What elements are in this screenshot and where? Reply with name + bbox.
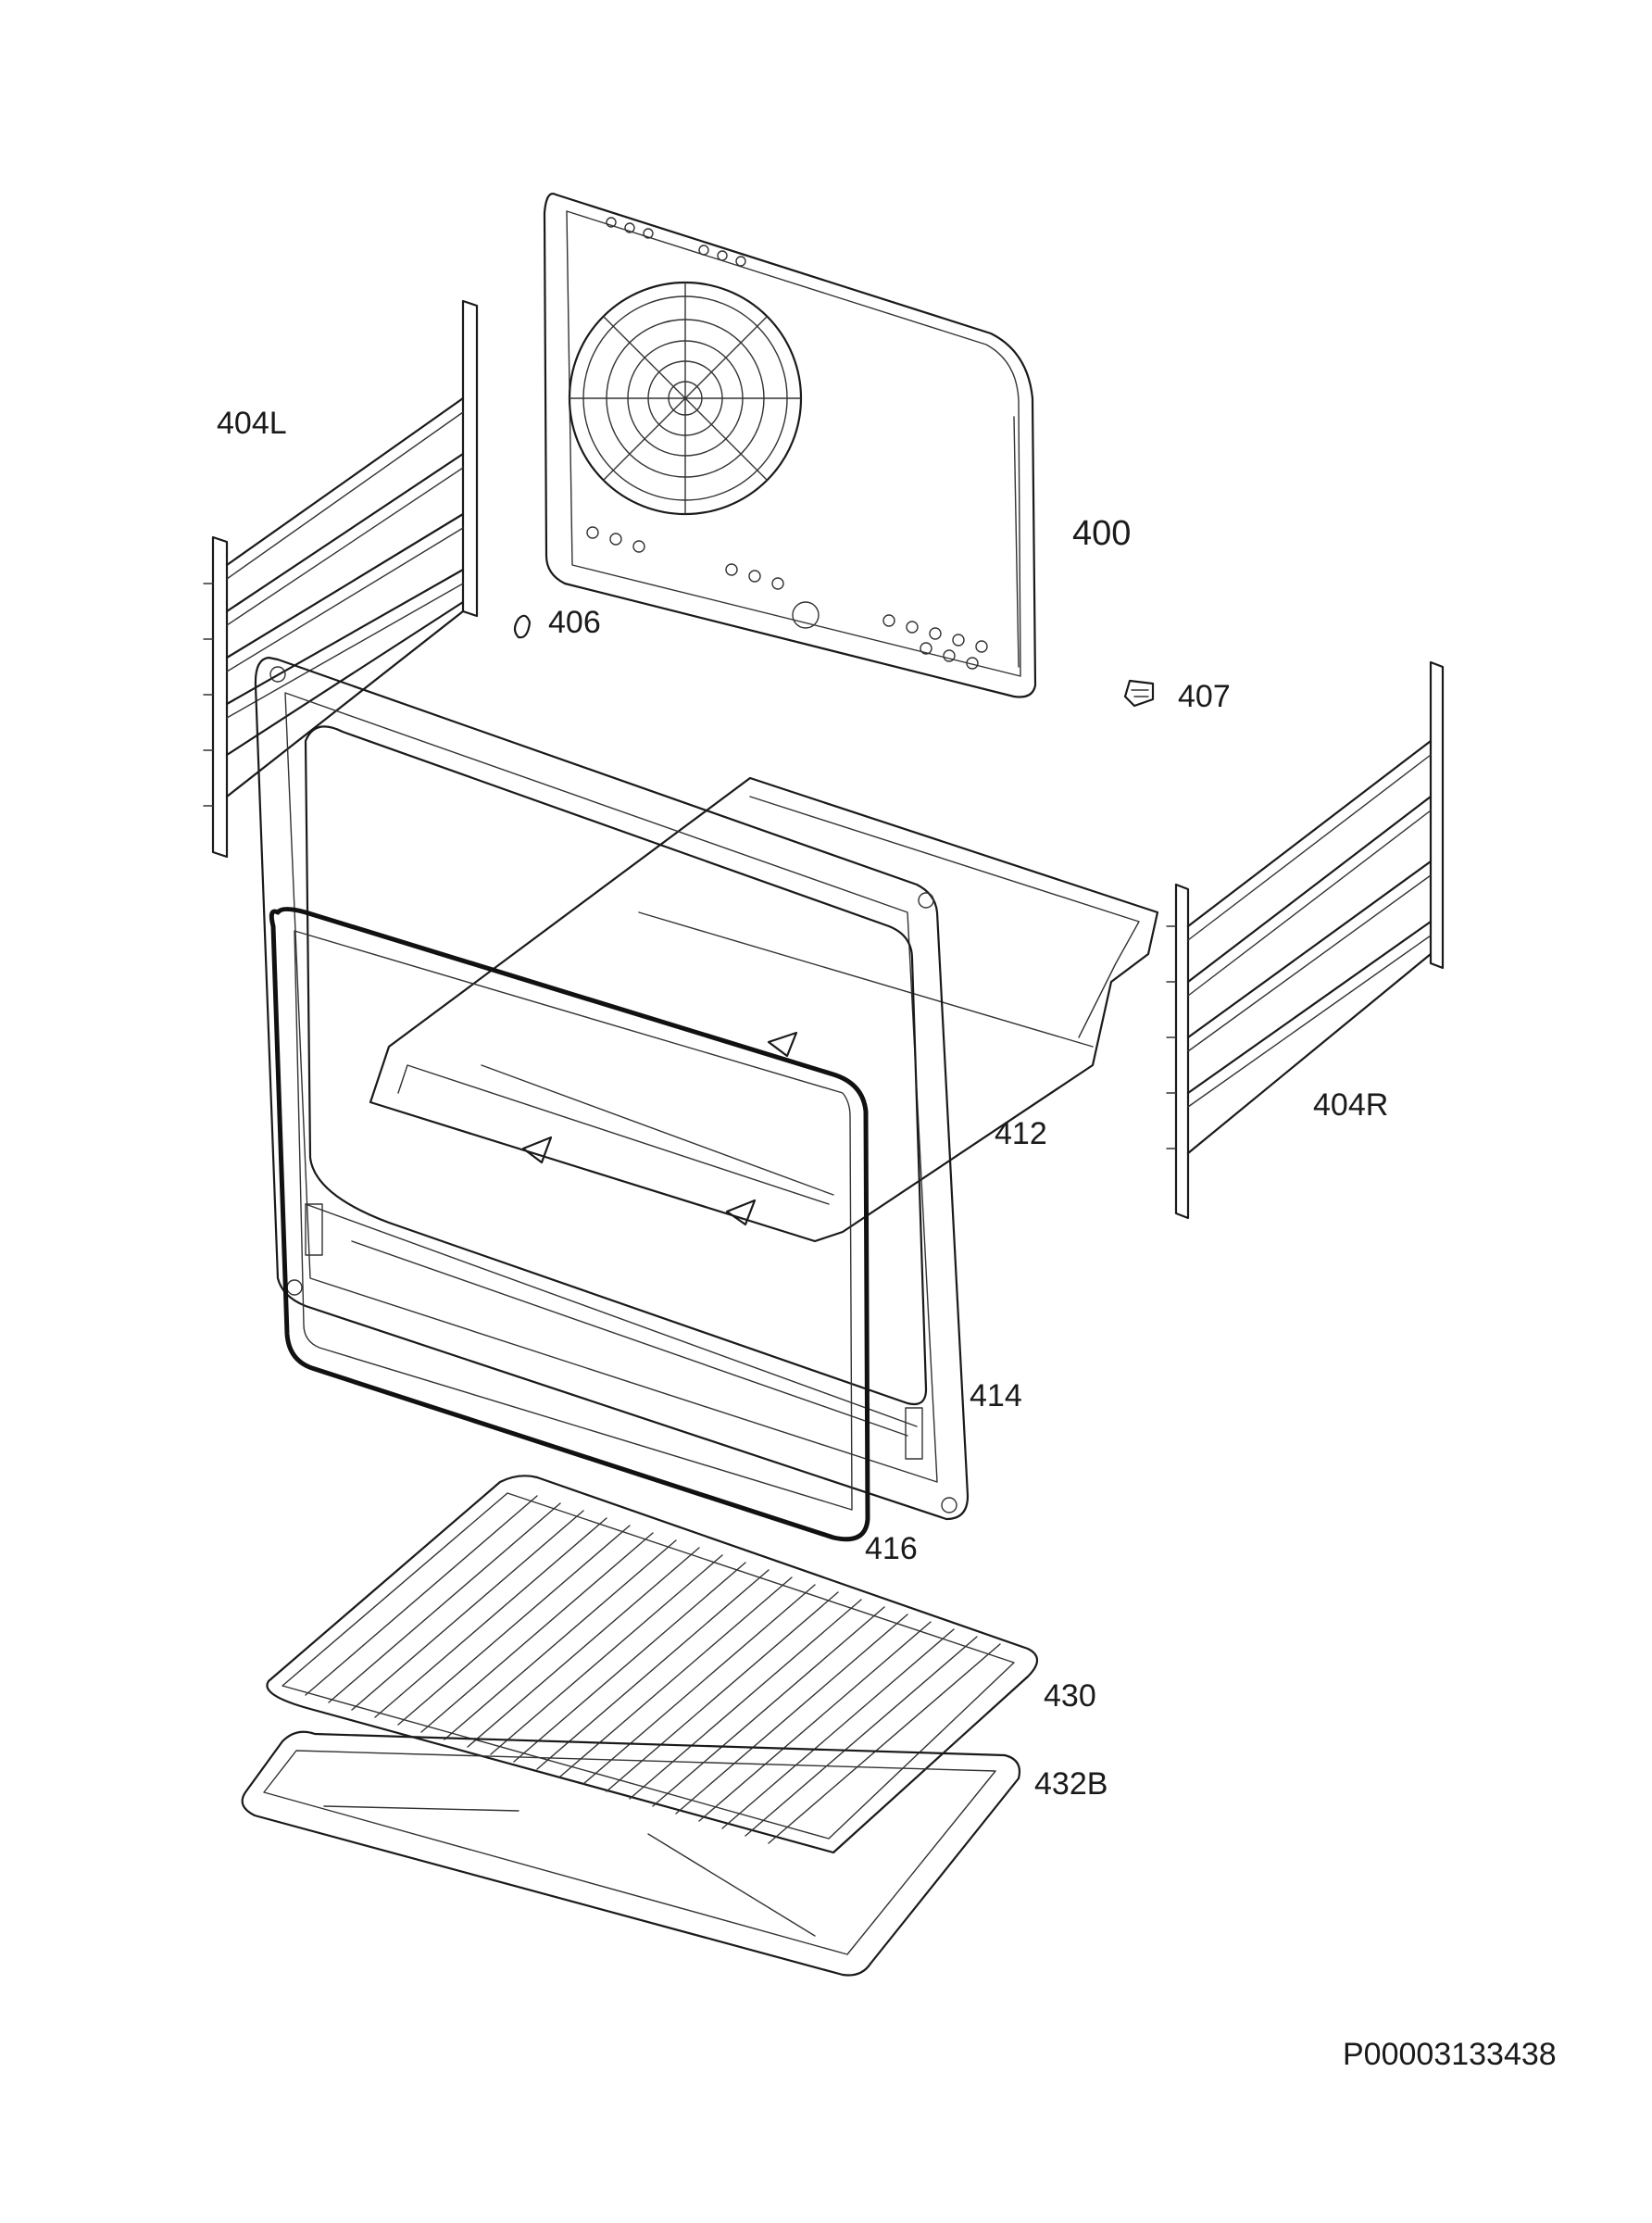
wire-rack-part: [266, 1475, 1039, 1854]
label-400: 400: [1072, 514, 1131, 553]
label-416: 416: [865, 1531, 918, 1566]
label-414: 414: [970, 1378, 1022, 1413]
bracket-407-part: [1123, 679, 1155, 708]
label-404L: 404L: [217, 406, 287, 441]
cavity-panel-part: [369, 776, 1159, 1243]
label-432B: 432B: [1034, 1766, 1108, 1802]
baking-tray-part: [241, 1730, 1021, 1977]
left-shelf-support-part: [203, 299, 479, 859]
front-frame-part: [254, 656, 970, 1521]
label-404R: 404R: [1313, 1087, 1388, 1123]
label-430: 430: [1044, 1678, 1096, 1714]
door-seal-part: [269, 907, 870, 1542]
clip-406-part: [513, 614, 532, 639]
document-id: P00003133438: [1343, 2037, 1557, 2072]
label-412: 412: [995, 1116, 1047, 1151]
right-shelf-support-part: [1166, 660, 1445, 1220]
rear-panel-part: [543, 193, 1037, 698]
label-407: 407: [1178, 679, 1231, 714]
label-406: 406: [548, 605, 601, 640]
